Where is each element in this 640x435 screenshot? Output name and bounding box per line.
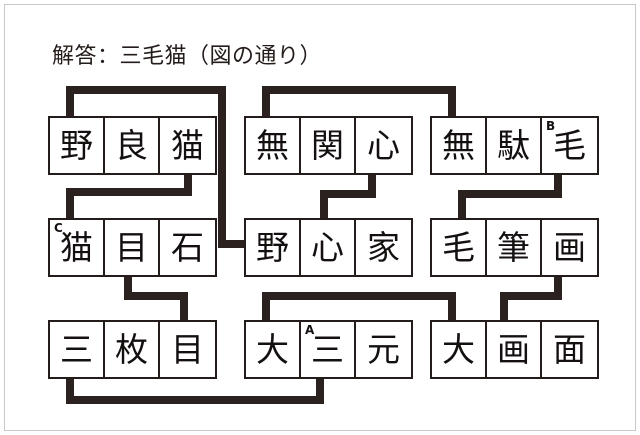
cell-char-yashinka-3: 家 — [367, 228, 400, 267]
connector-me-vert-top — [124, 272, 132, 300]
cell-char-nekomeishi-2: 目 — [115, 228, 148, 267]
cell-char-sanmaime-3: 目 — [171, 330, 204, 369]
cell-daisangen-1[interactable]: 大 — [246, 322, 301, 377]
page-border — [4, 4, 636, 431]
cell-yashinka-1[interactable]: 野 — [246, 220, 301, 275]
connector-mukanshin-to-mudage-vert-left — [262, 86, 270, 122]
word-box-mohitsuga[interactable]: 毛 筆 画 — [430, 218, 599, 277]
connector-mukanshin-to-mudage-vert-right — [448, 86, 456, 122]
cell-char-mudage-1: 無 — [442, 126, 475, 165]
cell-mukanshin-2[interactable]: 関 — [301, 118, 356, 173]
cell-char-noraneko-1: 野 — [60, 126, 93, 165]
cell-marker-daisangen-2: A — [305, 323, 315, 337]
cell-char-yashinka-1: 野 — [256, 228, 289, 267]
connector-shin-vert-top — [368, 170, 376, 196]
cell-nekomeishi-1[interactable]: C 猫 — [50, 220, 105, 275]
cell-char-mukanshin-1: 無 — [256, 126, 289, 165]
cell-nekomeishi-2[interactable]: 目 — [105, 220, 160, 275]
connector-san-vert-left — [66, 378, 74, 404]
word-box-nekomeishi[interactable]: C 猫 目 石 — [48, 218, 217, 277]
cell-char-daisangen-2: 三 — [311, 330, 344, 369]
connector-nora-to-yashin-horiz-bottom — [218, 240, 248, 248]
connector-ga-horiz — [500, 292, 562, 300]
connector-mukanshin-to-mudage-horiz — [262, 86, 456, 94]
connector-nora-to-yashin-horiz-top — [66, 86, 226, 94]
cell-noraneko-2[interactable]: 良 — [105, 118, 160, 173]
connector-san-vert-right — [316, 378, 324, 404]
cell-char-daigamen-3: 面 — [553, 330, 586, 369]
cell-marker-nekomeishi-1: C — [54, 221, 63, 235]
cell-char-mukanshin-3: 心 — [367, 126, 400, 165]
connector-dai-vert-left — [262, 292, 270, 324]
cell-daigamen-3[interactable]: 面 — [542, 322, 597, 377]
cell-char-daisangen-3: 元 — [367, 330, 400, 369]
word-box-mukanshin[interactable]: 無 関 心 — [244, 116, 413, 175]
cell-char-mohitsuga-2: 筆 — [497, 228, 530, 267]
cell-sanmaime-2[interactable]: 枚 — [105, 322, 160, 377]
connector-nekoneko-vert-bottom — [66, 188, 74, 220]
cell-mudage-2[interactable]: 駄 — [487, 118, 542, 173]
cell-mukanshin-3[interactable]: 心 — [356, 118, 411, 173]
cell-char-noraneko-3: 猫 — [171, 126, 204, 165]
cell-noraneko-1[interactable]: 野 — [50, 118, 105, 173]
word-box-noraneko[interactable]: 野 良 猫 — [48, 116, 217, 175]
cell-nekomeishi-3[interactable]: 石 — [160, 220, 215, 275]
connector-dai-vert-right — [448, 292, 456, 324]
cell-mohitsuga-3[interactable]: 画 — [542, 220, 597, 275]
cell-mohitsuga-1[interactable]: 毛 — [432, 220, 487, 275]
connector-shin-vert-bottom — [320, 190, 328, 220]
connector-nekoneko-horiz — [66, 188, 192, 196]
cell-char-nekomeishi-3: 石 — [171, 228, 204, 267]
cell-mohitsuga-2[interactable]: 筆 — [487, 220, 542, 275]
word-box-yashinka[interactable]: 野 心 家 — [244, 218, 413, 277]
cell-yashinka-2[interactable]: 心 — [301, 220, 356, 275]
cell-marker-mudage-3: B — [546, 119, 556, 133]
cell-char-daigamen-2: 画 — [497, 330, 530, 369]
connector-me-horiz — [124, 292, 188, 300]
cell-char-sanmaime-1: 三 — [60, 330, 93, 369]
connector-nora-to-yashin-vert-right — [218, 86, 226, 248]
cell-char-daigamen-1: 大 — [442, 330, 475, 369]
cell-char-mudage-3: 毛 — [553, 126, 586, 165]
answer-title: 解答：三毛猫（図の通り） — [52, 44, 323, 69]
word-box-daigamen[interactable]: 大 画 面 — [430, 320, 599, 379]
cell-daisangen-2[interactable]: A 三 — [301, 322, 356, 377]
word-box-daisangen[interactable]: 大 A 三 元 — [244, 320, 413, 379]
cell-char-nekomeishi-1: 猫 — [60, 228, 93, 267]
connector-nora-to-yashin-vert-left — [66, 86, 74, 122]
cell-char-mohitsuga-3: 画 — [553, 228, 586, 267]
cell-char-sanmaime-2: 枚 — [115, 330, 148, 369]
cell-char-noraneko-2: 良 — [115, 126, 148, 165]
connector-nekoneko-vert-top — [184, 170, 192, 194]
cell-noraneko-3[interactable]: 猫 — [160, 118, 215, 173]
cell-mudage-3[interactable]: B 毛 — [542, 118, 597, 173]
connector-ke-vert-bottom — [458, 190, 466, 220]
cell-char-mukanshin-2: 関 — [311, 126, 344, 165]
connector-ke-horiz — [458, 190, 562, 198]
cell-char-yashinka-2: 心 — [311, 228, 344, 267]
connector-ke-vert-top — [554, 170, 562, 196]
connector-ga-vert-bottom — [500, 292, 508, 324]
word-box-sanmaime[interactable]: 三 枚 目 — [48, 320, 217, 379]
word-box-mudage[interactable]: 無 駄 B 毛 — [430, 116, 599, 175]
cell-daigamen-1[interactable]: 大 — [432, 322, 487, 377]
cell-mudage-1[interactable]: 無 — [432, 118, 487, 173]
cell-yashinka-3[interactable]: 家 — [356, 220, 411, 275]
connector-dai-horiz — [262, 292, 456, 300]
cell-sanmaime-1[interactable]: 三 — [50, 322, 105, 377]
cell-mukanshin-1[interactable]: 無 — [246, 118, 301, 173]
connector-shin-horiz — [320, 190, 376, 198]
connector-san-horiz — [66, 396, 324, 404]
cell-char-mudage-2: 駄 — [497, 126, 530, 165]
cell-char-daisangen-1: 大 — [256, 330, 289, 369]
cell-daisangen-3[interactable]: 元 — [356, 322, 411, 377]
cell-daigamen-2[interactable]: 画 — [487, 322, 542, 377]
cell-char-mohitsuga-1: 毛 — [442, 228, 475, 267]
connector-me-vert-bottom — [180, 292, 188, 324]
cell-sanmaime-3[interactable]: 目 — [160, 322, 215, 377]
connector-ga-vert-top — [554, 272, 562, 300]
